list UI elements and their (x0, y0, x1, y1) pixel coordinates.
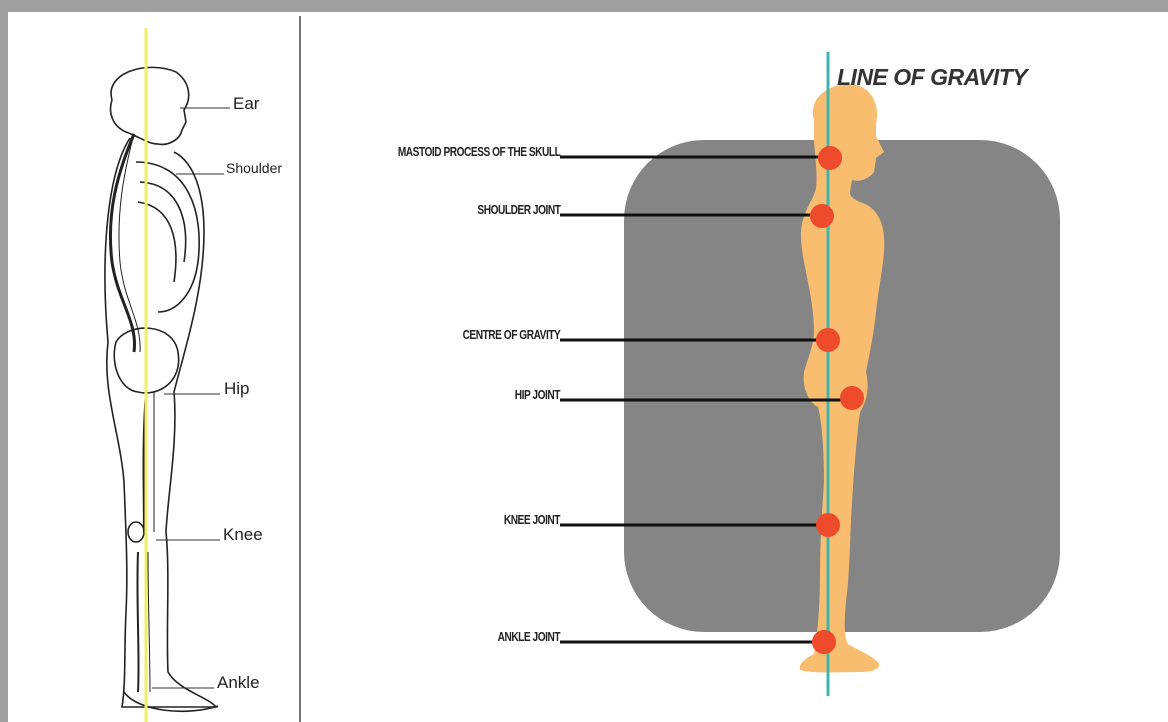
joint-marker-shoulder (810, 204, 834, 228)
joint-marker-knee (816, 513, 840, 537)
joint-marker-ankle (812, 630, 836, 654)
label-mastoid: MASTOID PROCESS OF THE SKULL (398, 144, 560, 159)
label-hip-joint: HIP JOINT (515, 387, 560, 402)
label-ankle-joint: ANKLE JOINT (498, 629, 560, 644)
joint-marker-mastoid (818, 146, 842, 170)
joint-marker-hip (840, 386, 864, 410)
label-centre-of-gravity: CENTRE OF GRAVITY (462, 327, 560, 342)
label-shoulder-joint: SHOULDER JOINT (477, 202, 560, 217)
gravity-illustration (8, 12, 1168, 722)
diagram-canvas: Ear Shoulder Hip Knee Ankle LIN (8, 12, 1168, 722)
label-knee-joint: KNEE JOINT (504, 512, 560, 527)
diagram-title: LINE OF GRAVITY (837, 64, 1027, 91)
joint-marker-centre (816, 328, 840, 352)
